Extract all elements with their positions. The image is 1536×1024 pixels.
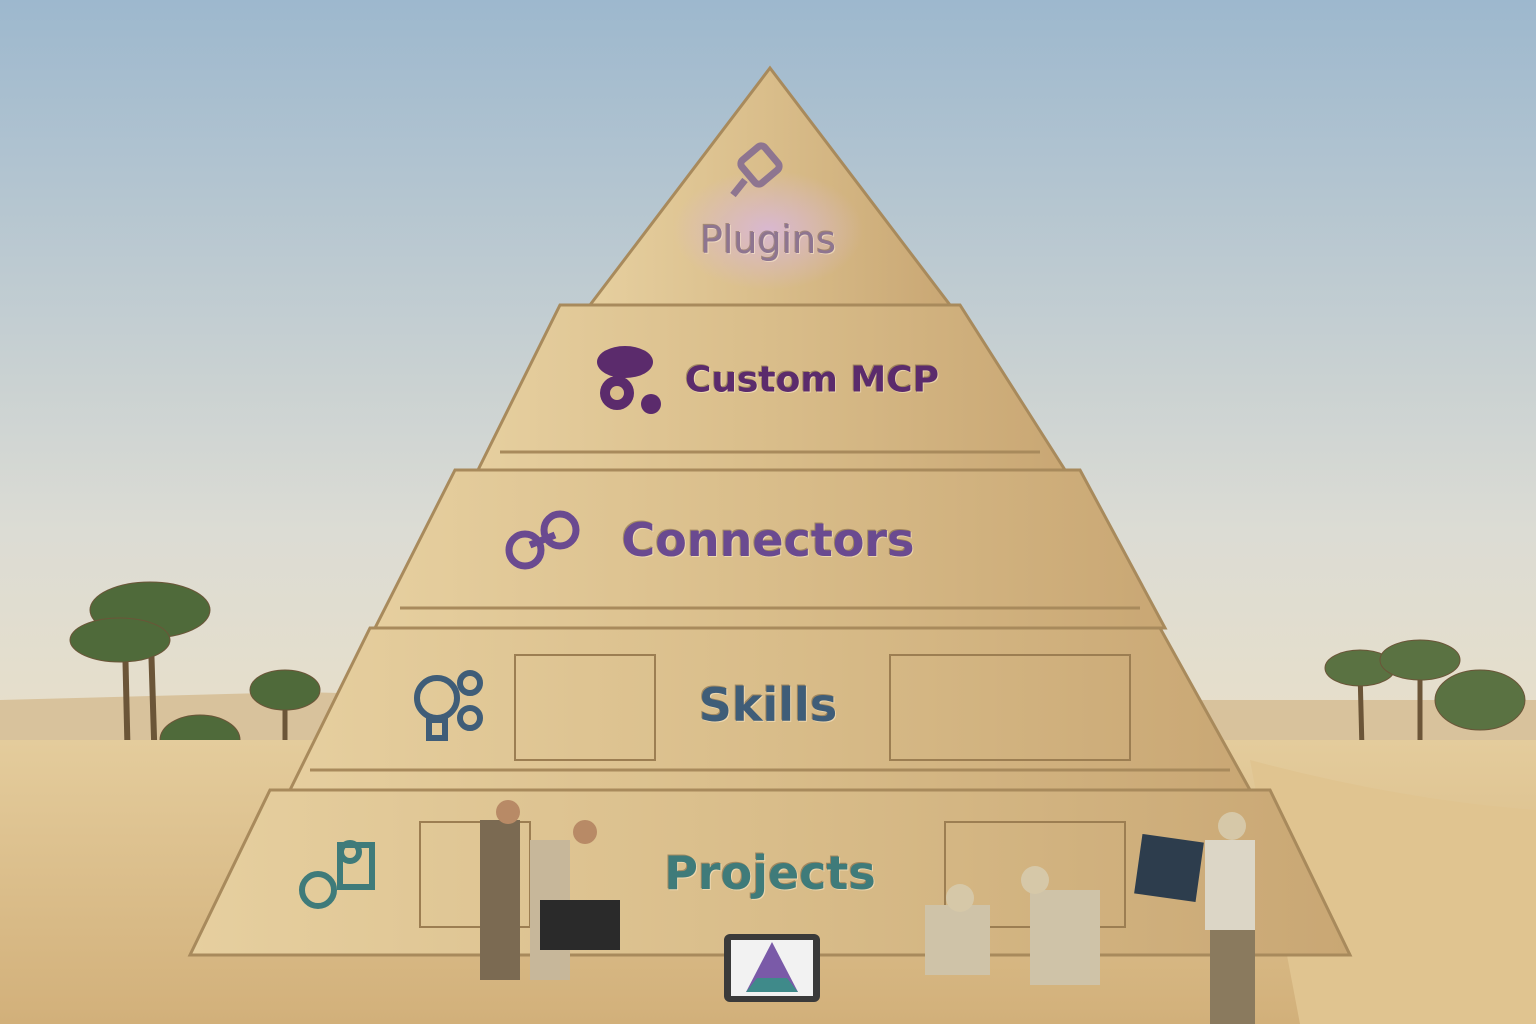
palm-trees-right [1324, 639, 1526, 751]
tier-label-plugins: Plugins [699, 218, 837, 262]
gear-link-icon [505, 510, 580, 570]
archaeologists [480, 800, 1255, 1024]
tier-label-connectors: Connectors [621, 513, 915, 567]
tier-label-custom-mcp: Custom MCP [684, 359, 940, 401]
tier-label-skills: Skills [698, 678, 838, 732]
tier-label-projects: Projects [664, 846, 876, 900]
cloud-gear-user-icon [597, 346, 661, 414]
document-gears-icon [299, 840, 375, 909]
lightbulb-gears-icon [414, 670, 483, 741]
plug-icon [730, 142, 783, 198]
tablet-with-pyramid [724, 934, 820, 1002]
sand-dune-right [1250, 760, 1536, 1024]
